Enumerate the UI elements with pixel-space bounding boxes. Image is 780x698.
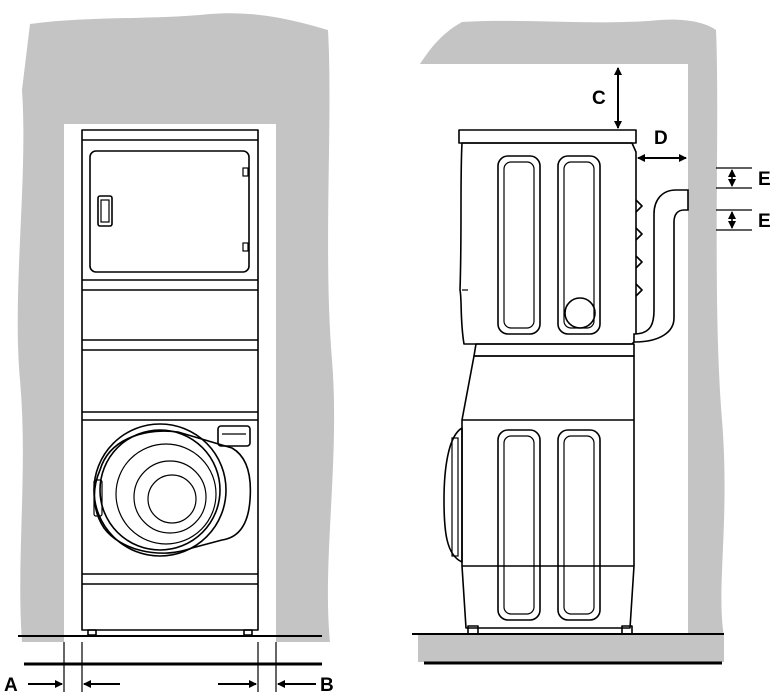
dimension-e-upper: E [716,167,771,190]
label-e-upper: E [758,169,771,190]
side-ceiling-wall [420,19,725,637]
dryer-door-handle [97,195,113,227]
label-a: A [4,675,18,696]
front-stack-unit [81,129,259,636]
washer-drum-window [99,429,221,551]
side-view: C D E E [412,19,771,665]
dryer-side-vent-2 [557,155,601,335]
side-washer-unit [443,343,635,629]
dimension-d: D [637,128,687,162]
dryer-door [89,150,250,273]
washer-door-side [443,427,463,563]
label-b: B [320,675,334,696]
dimension-c: C [592,67,622,129]
label-e-lower: E [758,211,771,232]
dryer-exhaust-port [564,297,596,329]
dryer-side-vent-1 [497,155,541,335]
front-view: A B [4,13,335,696]
front-alcove-opening [64,124,276,642]
washer-door-frame [93,430,252,554]
exhaust-duct [633,189,689,343]
washer-side-vent-2 [557,429,601,621]
side-dryer-unit [458,129,643,345]
dimension-b: B [218,642,334,696]
washer-side-vent-1 [497,429,541,621]
side-floor [418,634,724,662]
dimension-e-lower: E [716,209,771,232]
label-d: D [654,128,668,149]
label-c: C [592,88,606,109]
dimension-a: A [4,642,120,696]
washer-dispenser [217,425,251,447]
